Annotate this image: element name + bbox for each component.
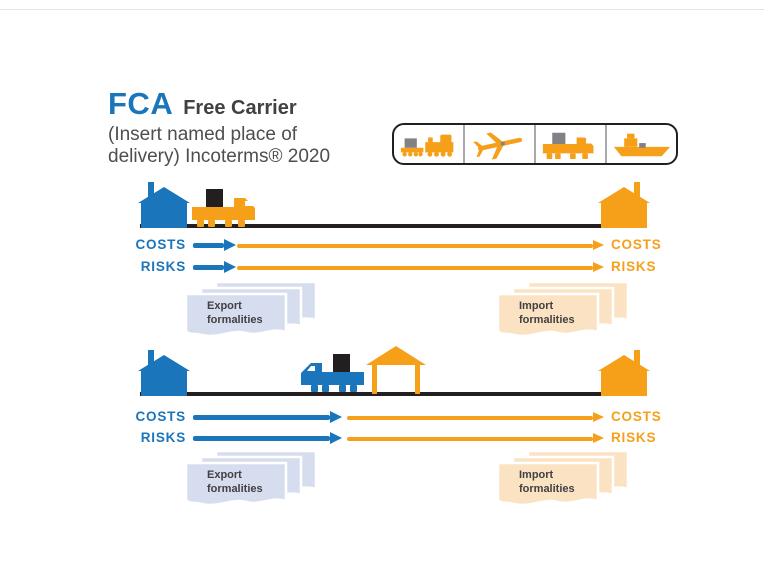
risks-label-buyer: RISKS [611,430,657,445]
documents-icon [498,282,630,338]
risks-label-seller: RISKS [140,430,186,445]
import-formalities-stack: Import formalities [498,282,630,338]
risks-arrowhead-orange [593,433,604,443]
documents-icon [498,451,630,507]
risks-label-seller: RISKS [140,259,186,274]
carrier-truck-icon [192,189,255,227]
costs-label-buyer: COSTS [611,409,662,424]
ship-icon [613,133,670,157]
seller-factory-icon [138,350,190,396]
costs-arrow-orange [237,244,593,248]
risks-arrowhead-blue [330,432,342,444]
mode-sea [607,125,676,163]
costs-arrowhead-blue [224,239,236,251]
ground-line [140,224,646,228]
risks-arrowhead-orange [593,262,604,272]
costs-arrowhead-orange [593,412,604,422]
costs-arrowhead-blue [330,411,342,423]
risks-label-buyer: RISKS [611,259,657,274]
plane-icon [472,132,522,160]
buyer-factory-icon [598,350,650,396]
risks-arrow-orange [237,266,593,270]
truck-icon [542,132,593,159]
top-divider-line [0,9,764,10]
documents-icon [186,282,318,338]
import-formalities-stack: Import formalities [498,451,630,507]
costs-label-buyer: COSTS [611,237,662,252]
costs-arrow-blue [193,415,330,420]
incoterm-name: Free Carrier [183,97,297,119]
mode-rail [394,125,465,163]
subtitle: (Insert named place of delivery) Incoter… [108,124,331,168]
documents-icon [186,451,318,507]
export-formalities-stack: Export formalities [186,282,318,338]
seller-factory-icon [138,182,190,228]
export-formalities-label: Export formalities [207,469,263,495]
buyer-factory-icon [598,182,650,228]
mode-air [465,125,536,163]
import-formalities-label: Import formalities [519,300,575,326]
terminal-canopy-icon [366,346,426,394]
risks-arrow-orange [347,437,593,441]
risks-arrow-blue [193,265,224,270]
export-formalities-stack: Export formalities [186,451,318,507]
page-title: FCA Free Carrier [108,86,297,122]
ground-line [140,392,646,396]
costs-arrowhead-orange [593,240,604,250]
export-formalities-label: Export formalities [207,300,263,326]
seller-truck-icon [301,354,364,392]
import-formalities-label: Import formalities [519,469,575,495]
risks-arrow-blue [193,436,330,441]
risks-arrowhead-blue [224,261,236,273]
incoterm-code: FCA [108,86,174,121]
train-icon [400,134,453,157]
mode-road [536,125,607,163]
costs-arrow-blue [193,243,224,248]
costs-label-seller: COSTS [135,409,186,424]
transport-modes-box [392,123,678,165]
costs-label-seller: COSTS [135,237,186,252]
costs-arrow-orange [347,416,593,420]
